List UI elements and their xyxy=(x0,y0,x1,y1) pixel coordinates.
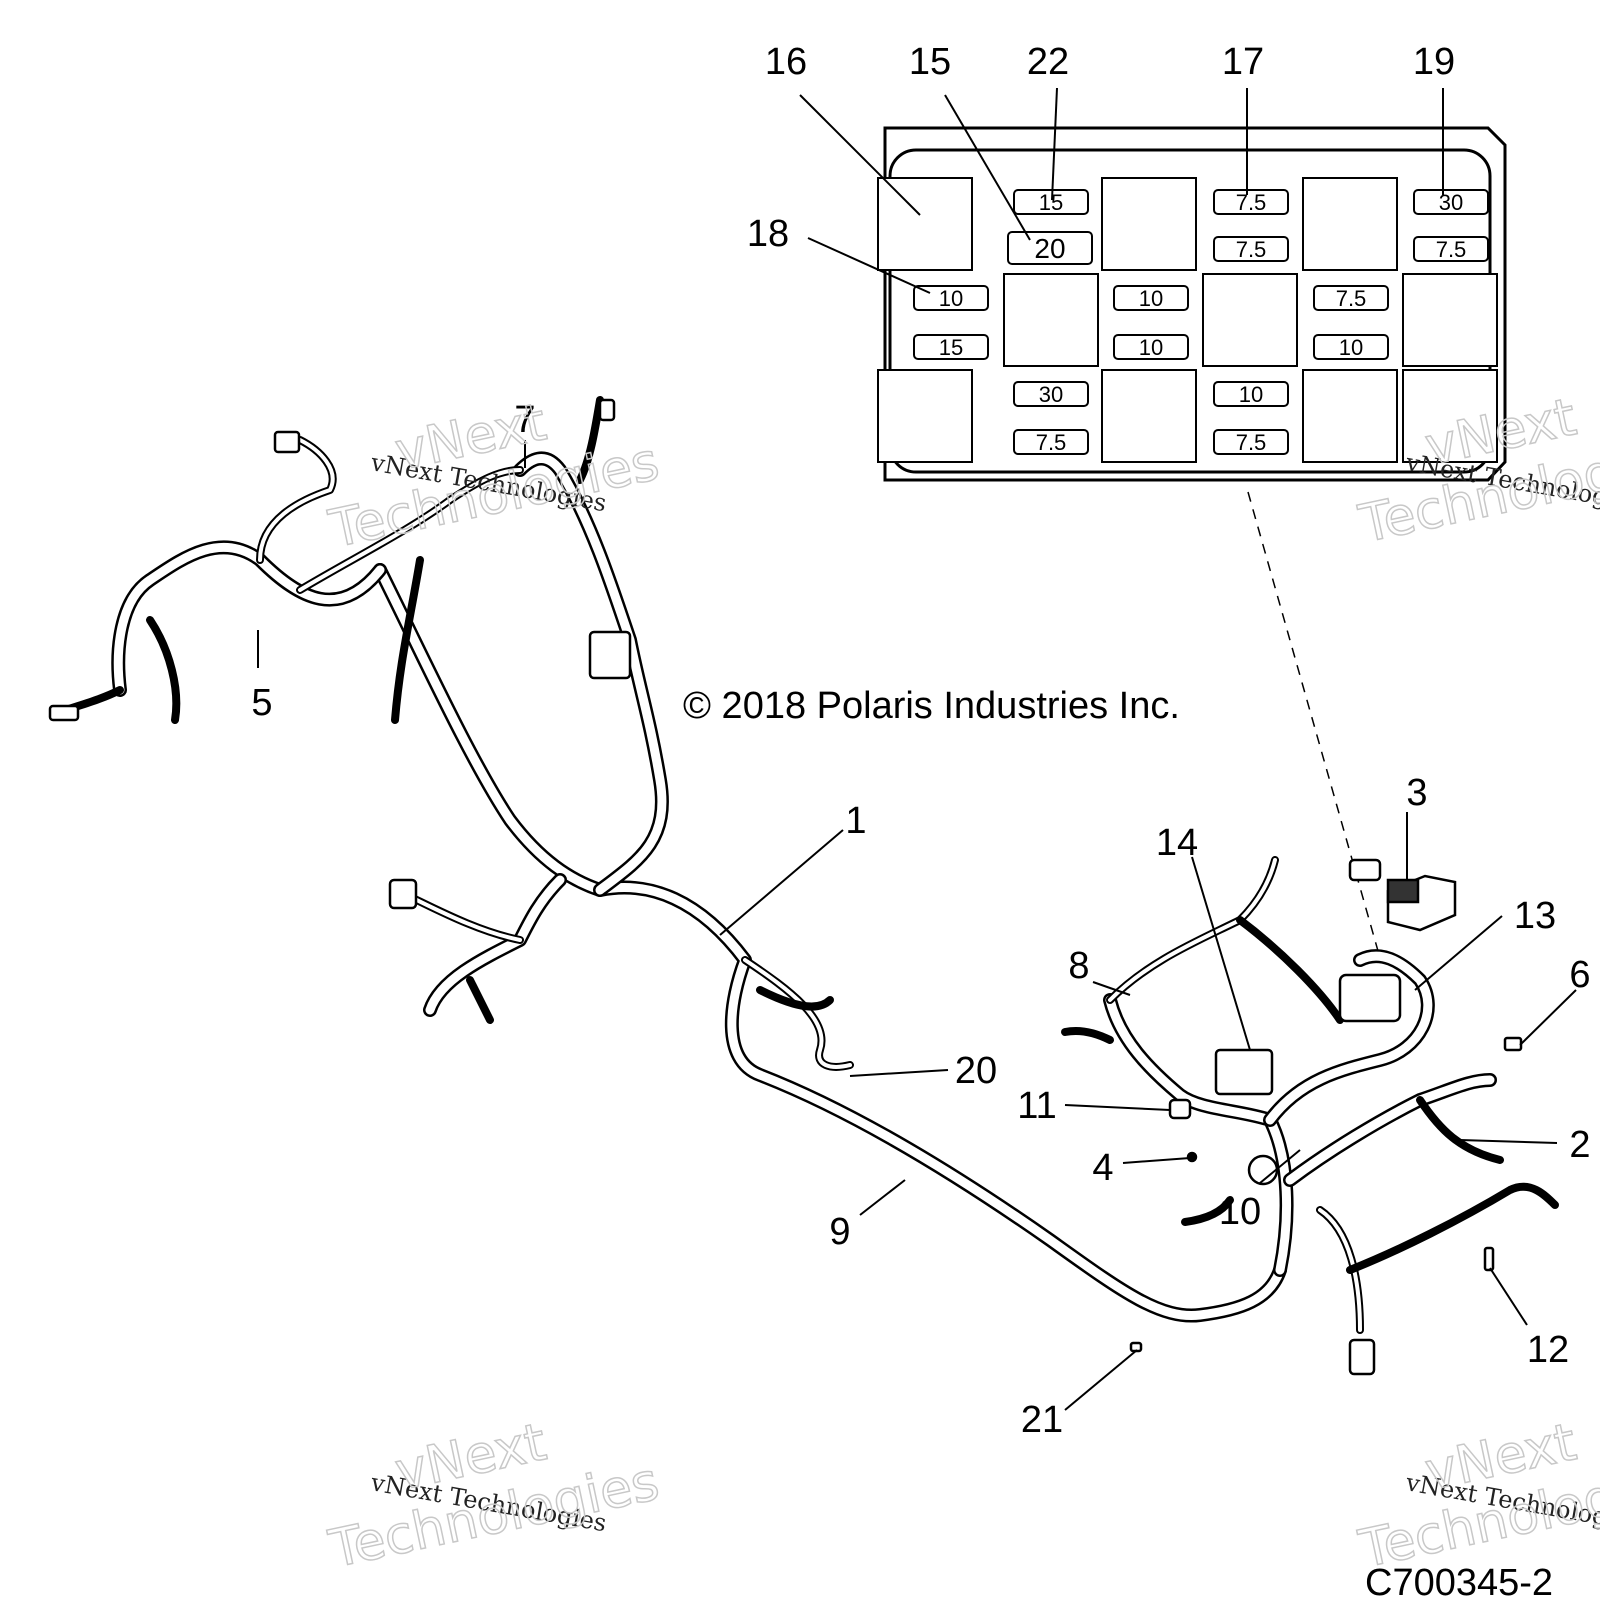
callout-2: 2 xyxy=(1569,1124,1590,1166)
callout-8: 8 xyxy=(1068,945,1089,987)
callout-7: 7 xyxy=(514,399,535,441)
callout-14: 14 xyxy=(1156,822,1198,864)
callout-17: 17 xyxy=(1222,41,1264,83)
callout-labels: 1 2 3 4 5 6 7 8 9 10 11 12 13 14 15 16 1… xyxy=(251,41,1590,1441)
callout-12: 12 xyxy=(1527,1329,1569,1371)
fuse-value: 30 xyxy=(1039,382,1063,407)
callout-10: 10 xyxy=(1219,1191,1261,1233)
leader-lines xyxy=(257,87,1577,1411)
fuse-value: 7.5 xyxy=(1336,286,1367,311)
fuse-value: 7.5 xyxy=(1236,190,1267,215)
callout-11: 11 xyxy=(1017,1085,1056,1127)
figure-id: C700345-2 xyxy=(1365,1562,1553,1600)
callout-6: 6 xyxy=(1569,954,1590,996)
fuse-value: 10 xyxy=(1339,335,1363,360)
callout-13: 13 xyxy=(1514,895,1556,937)
fuse-value: 20 xyxy=(1034,233,1065,264)
fuse-value: 7.5 xyxy=(1236,430,1267,455)
callout-22: 22 xyxy=(1027,41,1069,83)
callout-1: 1 xyxy=(845,800,866,842)
fuse-value: 15 xyxy=(939,335,963,360)
fuse-value: 10 xyxy=(1139,286,1163,311)
callout-21: 21 xyxy=(1021,1399,1063,1441)
watermark: vNext Technologies vNext Technologies vN… xyxy=(323,387,1600,1581)
callout-5: 5 xyxy=(251,682,272,724)
fuse-value: 10 xyxy=(1239,382,1263,407)
relay-slots xyxy=(877,177,1498,463)
callout-18: 18 xyxy=(747,213,789,255)
fuse-value: 10 xyxy=(939,286,963,311)
copyright-notice: © 2018 Polaris Industries Inc. xyxy=(683,685,1180,727)
callout-15: 15 xyxy=(909,41,951,83)
fuse-outlines xyxy=(913,189,1489,455)
fuse-value: 7.5 xyxy=(1236,237,1267,262)
fuse-value: 7.5 xyxy=(1036,430,1067,455)
callout-20: 20 xyxy=(955,1050,997,1092)
callout-3: 3 xyxy=(1406,772,1427,814)
main-harness xyxy=(56,396,1559,1334)
callout-4: 4 xyxy=(1092,1147,1113,1189)
fuse-value: 10 xyxy=(1139,335,1163,360)
fuse-box: 15 7.5 30 20 7.5 7.5 10 10 7.5 15 10 10 … xyxy=(877,126,1507,482)
callout-16: 16 xyxy=(765,41,807,83)
fuse-value: 15 xyxy=(1039,190,1063,215)
fuse-values: 15 7.5 30 20 7.5 7.5 10 10 7.5 15 10 10 … xyxy=(939,190,1467,455)
fuse-value: 7.5 xyxy=(1436,237,1467,262)
connectors xyxy=(48,398,1523,1376)
callout-9: 9 xyxy=(829,1211,850,1253)
callout-19: 19 xyxy=(1413,41,1455,83)
